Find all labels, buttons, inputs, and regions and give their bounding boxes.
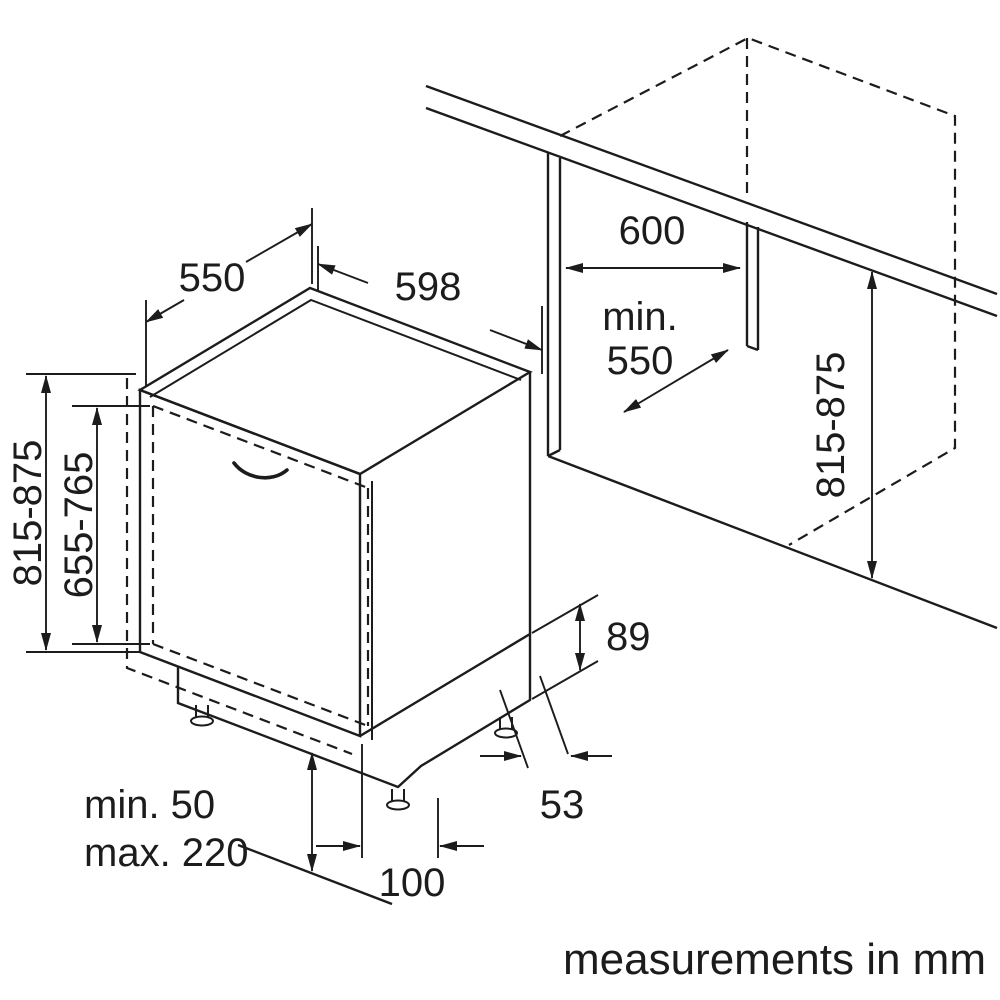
dim-label-niche-depth-min: min. bbox=[602, 295, 678, 339]
dim-label-plinth-min: min. 50 bbox=[84, 783, 215, 827]
niche-side-walls bbox=[546, 152, 760, 458]
kitchen-cabinet-dashed-outline bbox=[559, 36, 957, 546]
dimension-niche-depth: min. 550 bbox=[602, 295, 729, 413]
dimension-niche-width: 600 bbox=[565, 209, 741, 273]
furniture-door-panel-dashed bbox=[151, 404, 370, 728]
dimension-plinth-height: min. 50 max. 220 bbox=[84, 752, 393, 906]
dim-label-niche-depth-value: 550 bbox=[607, 339, 674, 383]
dim-label-depth: 550 bbox=[179, 256, 246, 300]
dim-label-width: 598 bbox=[395, 265, 462, 309]
caption-measurements: measurements in mm bbox=[563, 935, 986, 984]
dimension-plinth-depth-100: 100 bbox=[316, 744, 484, 905]
niche-dashed-outline-left bbox=[125, 378, 353, 756]
dimension-appliance-height: 815-875 bbox=[6, 373, 140, 653]
dimension-door-panel-height: 655-765 bbox=[57, 405, 150, 645]
door-handle bbox=[232, 461, 289, 480]
dim-label-plinth-max: max. 220 bbox=[84, 831, 249, 875]
dimension-width-598: 598 bbox=[317, 246, 543, 374]
dim-label-door-panel-height: 655-765 bbox=[57, 452, 101, 599]
dimension-rear-base-89: 89 bbox=[531, 594, 651, 700]
dim-label-plinth-depth: 100 bbox=[379, 861, 446, 905]
dimension-niche-height-right: 815-875 bbox=[809, 271, 877, 579]
adjustable-feet bbox=[190, 705, 518, 811]
dimension-rear-offset-53: 53 bbox=[480, 675, 612, 827]
dimension-depth-550: 550 bbox=[145, 208, 313, 386]
dim-label-appliance-height: 815-875 bbox=[6, 440, 50, 587]
floor-line bbox=[547, 454, 998, 630]
dim-label-rear-base-height: 89 bbox=[606, 615, 651, 659]
dim-label-rear-offset: 53 bbox=[540, 783, 585, 827]
dishwasher-body bbox=[137, 286, 533, 789]
dim-label-niche-height-right: 815-875 bbox=[809, 352, 853, 499]
dim-label-niche-width: 600 bbox=[619, 209, 686, 253]
countertop bbox=[425, 84, 998, 318]
